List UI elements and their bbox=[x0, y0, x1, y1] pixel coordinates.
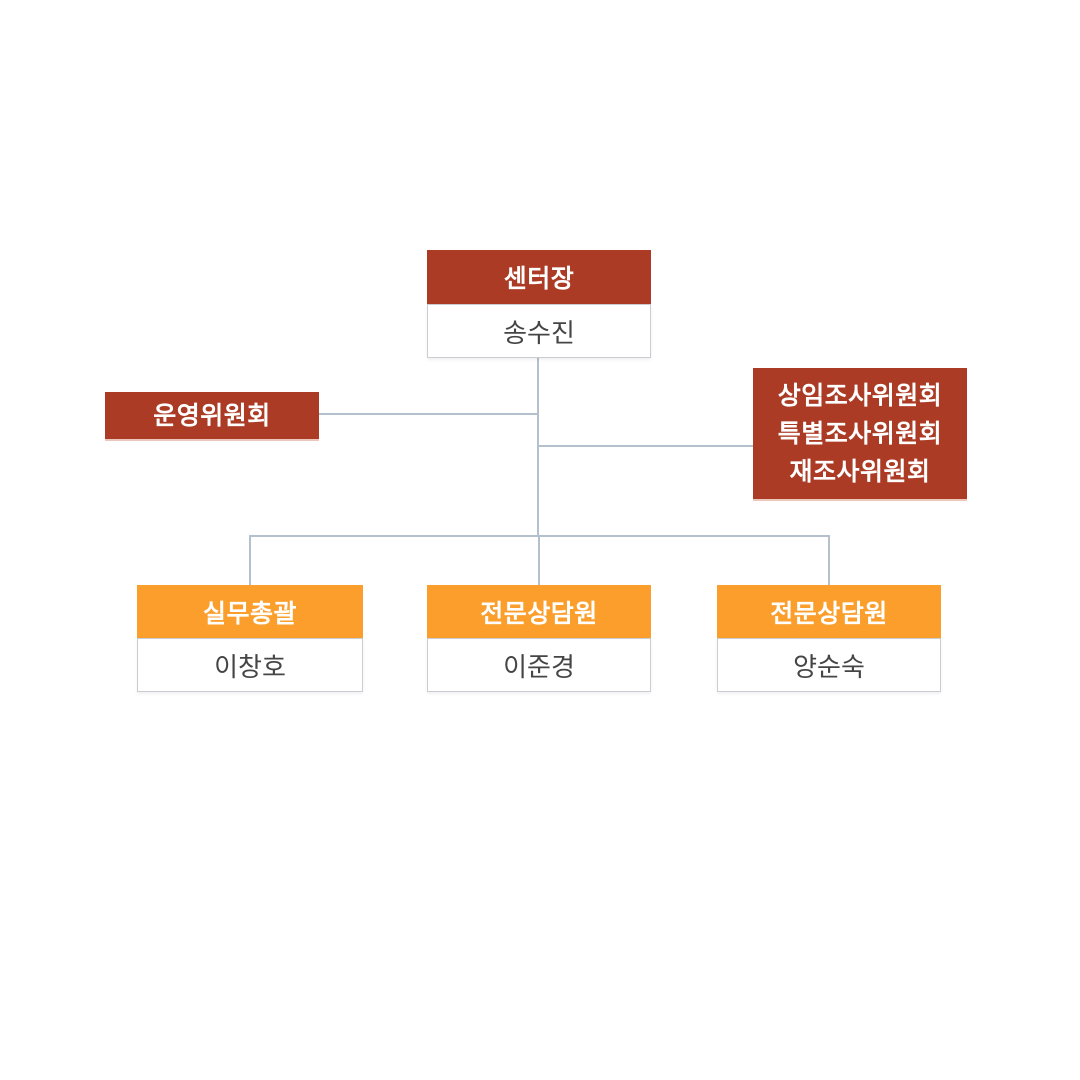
connector-drop-middle bbox=[538, 535, 540, 585]
staff-box-general-affairs: 실무총괄 이창호 bbox=[137, 585, 363, 692]
operating-committee-title: 운영위원회 bbox=[153, 401, 271, 430]
staff-name-1: 이창호 bbox=[137, 638, 363, 692]
staff-name-3: 양순숙 bbox=[717, 638, 941, 692]
staff-title-2: 전문상담원 bbox=[427, 585, 651, 638]
investigation-committees-box: 상임조사위원회 특별조사위원회 재조사위원회 bbox=[753, 368, 967, 499]
committee-line-3: 재조사위원회 bbox=[789, 457, 931, 486]
director-box: 센터장 송수진 bbox=[427, 250, 651, 358]
connector-horizontal-left bbox=[319, 413, 538, 415]
operating-committee-box: 운영위원회 bbox=[105, 392, 319, 439]
staff-name-2: 이준경 bbox=[427, 638, 651, 692]
staff-box-counselor-2: 전문상담원 양순숙 bbox=[717, 585, 941, 692]
committee-line-1: 상임조사위원회 bbox=[777, 381, 943, 410]
staff-box-counselor-1: 전문상담원 이준경 bbox=[427, 585, 651, 692]
director-name: 송수진 bbox=[427, 304, 651, 358]
staff-title-1: 실무총괄 bbox=[137, 585, 363, 638]
committee-line-2: 특별조사위원회 bbox=[777, 419, 943, 448]
connector-vertical-main bbox=[537, 358, 539, 536]
staff-title-3: 전문상담원 bbox=[717, 585, 941, 638]
director-title: 센터장 bbox=[427, 250, 651, 304]
connector-drop-left bbox=[249, 535, 251, 585]
connector-horizontal-right bbox=[538, 445, 753, 447]
connector-drop-right bbox=[828, 535, 830, 585]
